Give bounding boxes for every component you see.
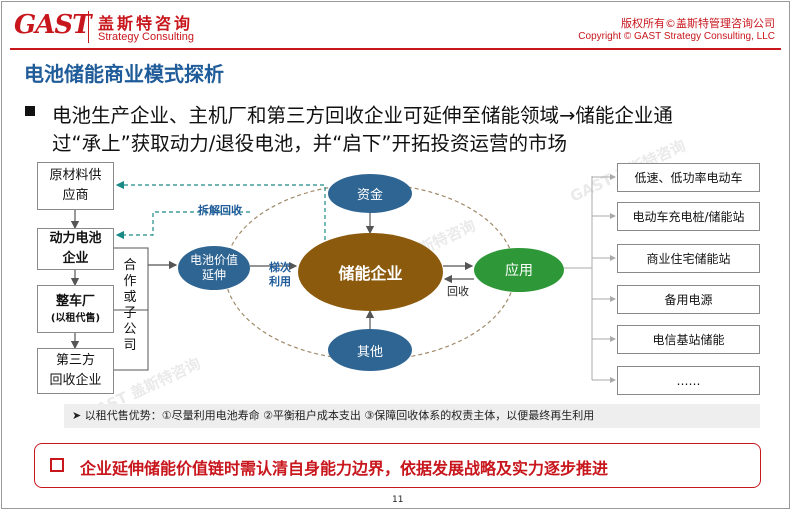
- conclusion-text: 企业延伸储能价值链时需认清自身能力边界，依据发展战略及实力逐步推进: [80, 459, 609, 478]
- app-box-backup-power: 备用电源: [617, 285, 760, 314]
- brand-name-en: Strategy Consulting: [98, 31, 194, 43]
- logo-divider: [88, 11, 89, 43]
- gast-logo: GAST: [14, 10, 92, 40]
- copyright-en: Copyright © GAST Strategy Consulting, LL…: [578, 31, 775, 42]
- app-box-low-speed-ev: 低速、低功率电动车: [617, 163, 760, 192]
- lease-advantage-note: ➤ 以租代售优势：①尽量利用电池寿命 ②平衡租户成本支出 ③保障回收体系的权责主…: [64, 404, 760, 428]
- node-label: 资金: [356, 188, 383, 203]
- node-application: 应用: [474, 248, 564, 292]
- conclusion-square-icon: [50, 458, 64, 472]
- page-title: 电池储能商业模式探析: [24, 62, 224, 86]
- bullet-square-icon: [25, 106, 35, 116]
- box-line: (以租代售): [50, 313, 101, 324]
- box-line: 第三方: [55, 353, 95, 368]
- box-line: 动力电池: [49, 231, 102, 246]
- joint-venture-label: 合作或子公司: [123, 258, 137, 353]
- box-line: 应商: [62, 188, 89, 203]
- node-battery-value-extension: 电池价值延伸: [178, 246, 250, 290]
- brand-name-cn: 盖斯特咨询: [98, 14, 194, 33]
- box-third-party-recycler: 第三方回收企业: [37, 348, 114, 394]
- app-box-telecom-station: 电信基站储能: [617, 325, 760, 354]
- box-automaker: 整车厂 (以租代售): [37, 285, 114, 333]
- subtitle-line-2: 过“承上”获取动力/退役电池，并“启下”开拓投资运营的市场: [52, 132, 567, 155]
- node-storage-company: 储能企业: [298, 233, 443, 311]
- conclusion-box: [34, 443, 761, 488]
- node-label: 电池价值延伸: [189, 253, 238, 282]
- subtitle-line-1: 电池生产企业、主机厂和第三方回收企业可延伸至储能领域→储能企业通: [52, 104, 673, 127]
- label-cascade-utilization: 梯次利用: [269, 261, 291, 288]
- label-recycle: 回收: [447, 285, 469, 298]
- node-other: 其他: [328, 329, 412, 371]
- box-line: 整车厂: [55, 294, 95, 309]
- header-rule: [10, 48, 781, 50]
- box-line: 企业: [62, 251, 89, 266]
- label-dismantle-recycle: 拆解回收: [198, 204, 242, 217]
- node-label: 应用: [505, 263, 533, 279]
- app-box-ellipsis: ……: [617, 366, 760, 395]
- box-power-battery-company: 动力电池企业: [37, 228, 114, 270]
- box-line: 回收企业: [49, 373, 102, 388]
- node-capital: 资金: [328, 174, 412, 213]
- copyright-cn: 版权所有©盖斯特管理咨询公司: [621, 17, 775, 30]
- node-label: 其他: [356, 344, 383, 360]
- app-box-commercial-residential: 商业住宅储能站: [617, 244, 760, 273]
- page-number: 11: [392, 495, 404, 505]
- app-box-ev-charging: 电动车充电桩/储能站: [617, 202, 760, 231]
- node-label: 储能企业: [338, 264, 403, 283]
- box-raw-material-supplier: 原材料供应商: [37, 162, 114, 210]
- box-line: 原材料供: [49, 168, 102, 183]
